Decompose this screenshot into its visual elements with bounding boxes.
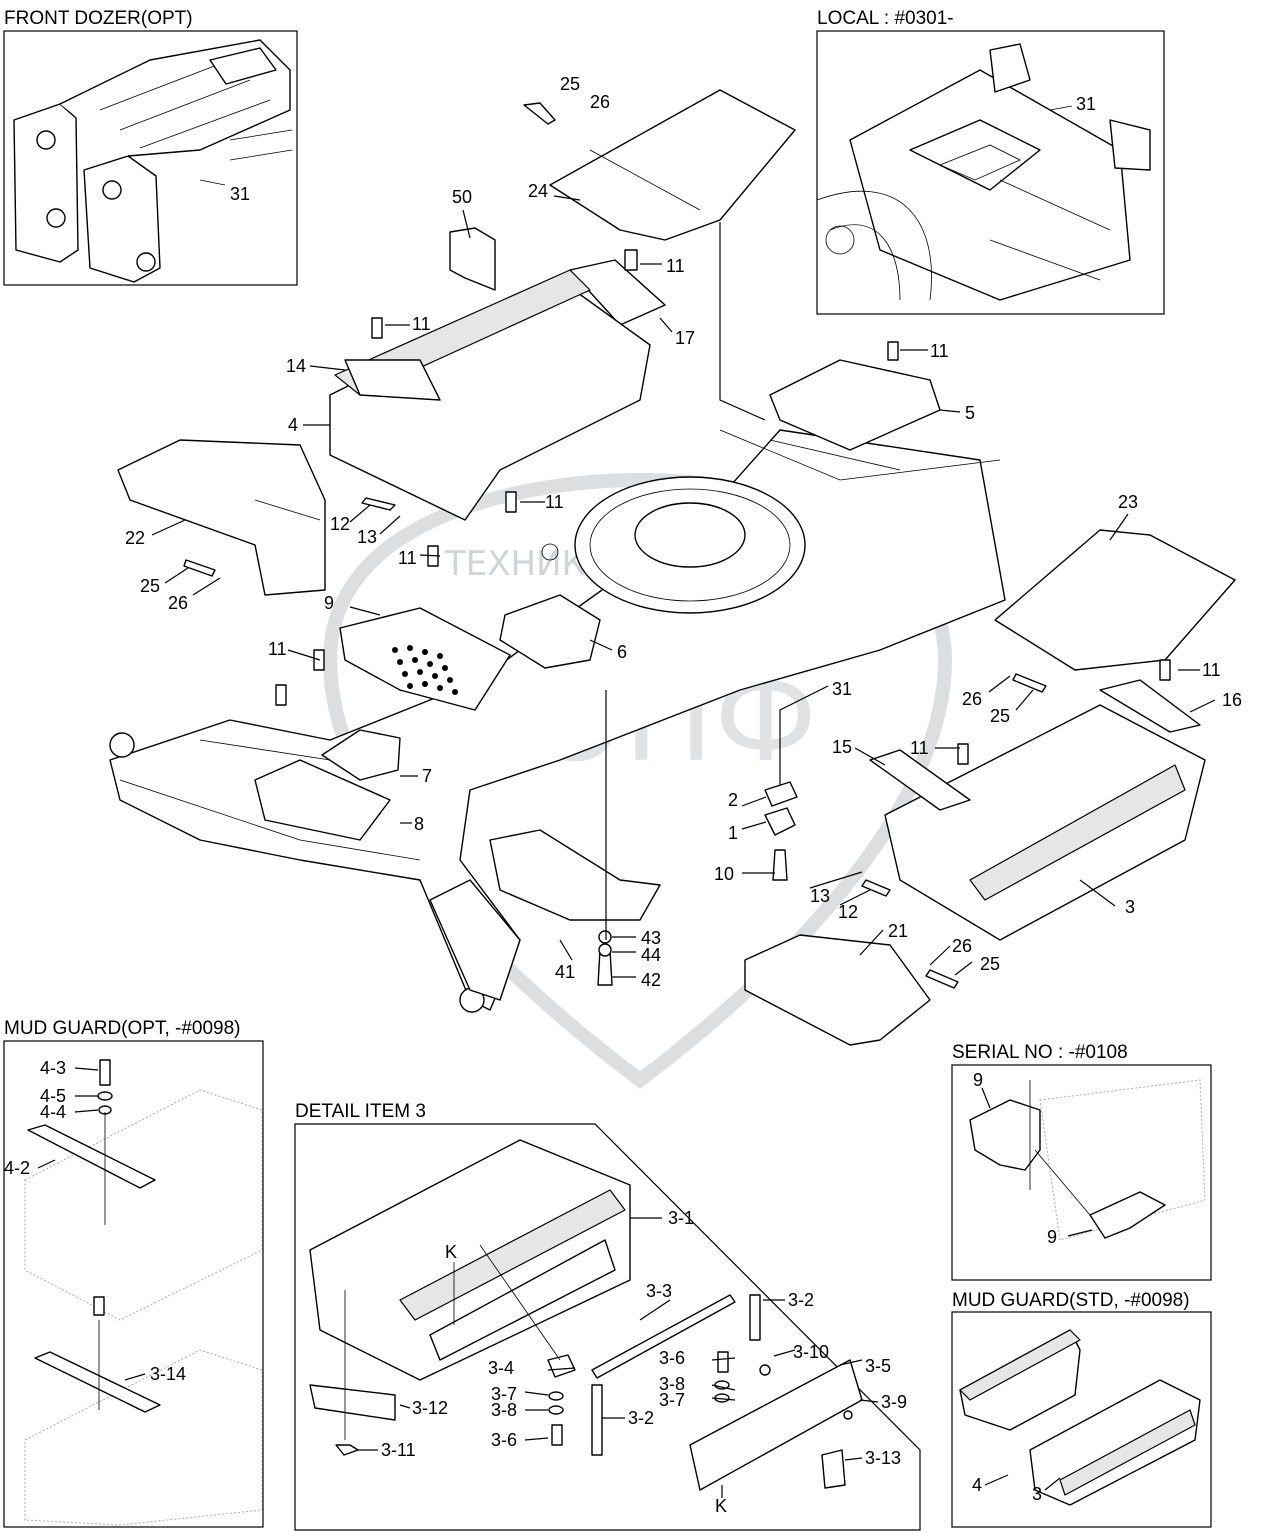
callout-3-6: 3-6 <box>659 1348 685 1368</box>
callout-3-4: 3-4 <box>488 1358 514 1378</box>
callout-9: 9 <box>973 1070 983 1090</box>
callout-11: 11 <box>666 256 685 276</box>
detail-item3-inset: DETAIL ITEM 3 3-1 K 3-3 3-2 3-6 3-10 3-5… <box>294 1101 921 1531</box>
callout-11: 11 <box>930 341 949 361</box>
callout-13: 13 <box>810 886 830 906</box>
callout-3-5: 3-5 <box>865 1356 891 1376</box>
callout-5: 5 <box>965 403 975 423</box>
callout-3-14: 3-14 <box>150 1364 186 1384</box>
callout-12: 12 <box>330 514 350 534</box>
callout-3-7: 3-7 <box>491 1384 517 1404</box>
front-dozer-inset: FRONT DOZER(OPT) 31 <box>3 8 298 286</box>
mud-guard-std-title: MUD GUARD(STD, -#0098) <box>952 1290 1190 1311</box>
callout-26: 26 <box>962 689 982 709</box>
callout-3-2: 3-2 <box>788 1290 814 1310</box>
callout-4-3: 4-3 <box>40 1058 66 1078</box>
callout-4: 4 <box>288 415 298 435</box>
callout-K: K <box>715 1496 727 1516</box>
callout-4-4: 4-4 <box>40 1102 66 1122</box>
callout-42: 42 <box>641 970 661 990</box>
callout-3-2: 3-2 <box>628 1408 654 1428</box>
callout-3: 3 <box>1125 897 1135 917</box>
callout-3-10: 3-10 <box>793 1342 829 1362</box>
serial-no-title: SERIAL NO : -#0108 <box>952 1042 1128 1063</box>
callout-26: 26 <box>590 92 610 112</box>
callout-26: 26 <box>168 593 188 613</box>
callout-13: 13 <box>357 527 377 547</box>
perforation-dots <box>392 645 458 695</box>
callout-6: 6 <box>617 642 627 662</box>
callout-25: 25 <box>980 954 1000 974</box>
callout-3-8: 3-8 <box>659 1374 685 1394</box>
callout-15: 15 <box>832 737 852 757</box>
callout-31-dozer: 31 <box>230 184 250 204</box>
mud-guard-opt-title: MUD GUARD(OPT, -#0098) <box>4 1018 241 1039</box>
callout-4-2: 4-2 <box>4 1158 30 1178</box>
callout-24: 24 <box>528 181 548 201</box>
detail-item3-title: DETAIL ITEM 3 <box>295 1101 426 1122</box>
callout-16: 16 <box>1222 690 1242 710</box>
callout-17: 17 <box>675 328 695 348</box>
local-title: LOCAL : #0301- <box>817 8 954 29</box>
callout-7: 7 <box>422 766 432 786</box>
callout-3-3: 3-3 <box>646 1281 672 1301</box>
serial-no-inset: SERIAL NO : -#0108 9 9 <box>951 1042 1212 1281</box>
callout-25: 25 <box>990 706 1010 726</box>
callout-8: 8 <box>414 814 424 834</box>
callout-4: 4 <box>972 1475 982 1495</box>
callout-25: 25 <box>140 576 160 596</box>
callout-21: 21 <box>888 921 908 941</box>
callout-31-main: 31 <box>832 679 852 699</box>
callout-1: 1 <box>728 823 738 843</box>
callout-3: 3 <box>1032 1484 1042 1504</box>
callout-2: 2 <box>728 790 738 810</box>
main-assembly: 25 26 24 50 11 17 11 14 4 11 5 22 12 13 … <box>109 74 1242 1046</box>
callout-3-7: 3-7 <box>659 1390 685 1410</box>
callout-44: 44 <box>641 945 661 965</box>
callout-31-local: 31 <box>1076 94 1096 114</box>
front-dozer-title: FRONT DOZER(OPT) <box>4 8 193 29</box>
mud-guard-std-inset: MUD GUARD(STD, -#0098) 4 3 <box>951 1290 1212 1528</box>
callout-22: 22 <box>125 528 145 548</box>
callout-3-1: 3-1 <box>668 1208 694 1228</box>
callout-3-8: 3-8 <box>491 1400 517 1420</box>
callout-3-12: 3-12 <box>412 1398 448 1418</box>
callout-K: K <box>445 1242 457 1262</box>
callout-3-11: 3-11 <box>381 1440 416 1460</box>
mud-guard-opt-inset: MUD GUARD(OPT, -#0098) 4-3 4-5 4-4 4-2 3… <box>3 1018 264 1528</box>
callout-11: 11 <box>268 639 287 659</box>
callout-11: 11 <box>545 492 564 512</box>
callout-11: 11 <box>412 314 431 334</box>
leader-lines <box>151 195 1216 978</box>
callout-4-5: 4-5 <box>40 1086 66 1106</box>
callout-25: 25 <box>560 74 580 94</box>
callout-26: 26 <box>952 936 972 956</box>
callout-43: 43 <box>641 928 661 948</box>
callout-3-13: 3-13 <box>865 1448 901 1468</box>
callout-3-6: 3-6 <box>491 1430 517 1450</box>
local-inset: LOCAL : #0301- 31 <box>816 8 1165 315</box>
callout-41: 41 <box>555 962 575 982</box>
callout-23: 23 <box>1118 492 1138 512</box>
callout-10: 10 <box>714 864 734 884</box>
callout-9: 9 <box>1047 1227 1057 1247</box>
callout-11: 11 <box>398 548 417 568</box>
callout-12: 12 <box>838 902 858 922</box>
callout-9: 9 <box>324 593 334 613</box>
callout-11: 11 <box>910 738 929 758</box>
callout-50: 50 <box>452 187 472 207</box>
callout-11: 11 <box>1202 660 1221 680</box>
callout-14: 14 <box>286 356 306 376</box>
callout-3-9: 3-9 <box>881 1392 907 1412</box>
